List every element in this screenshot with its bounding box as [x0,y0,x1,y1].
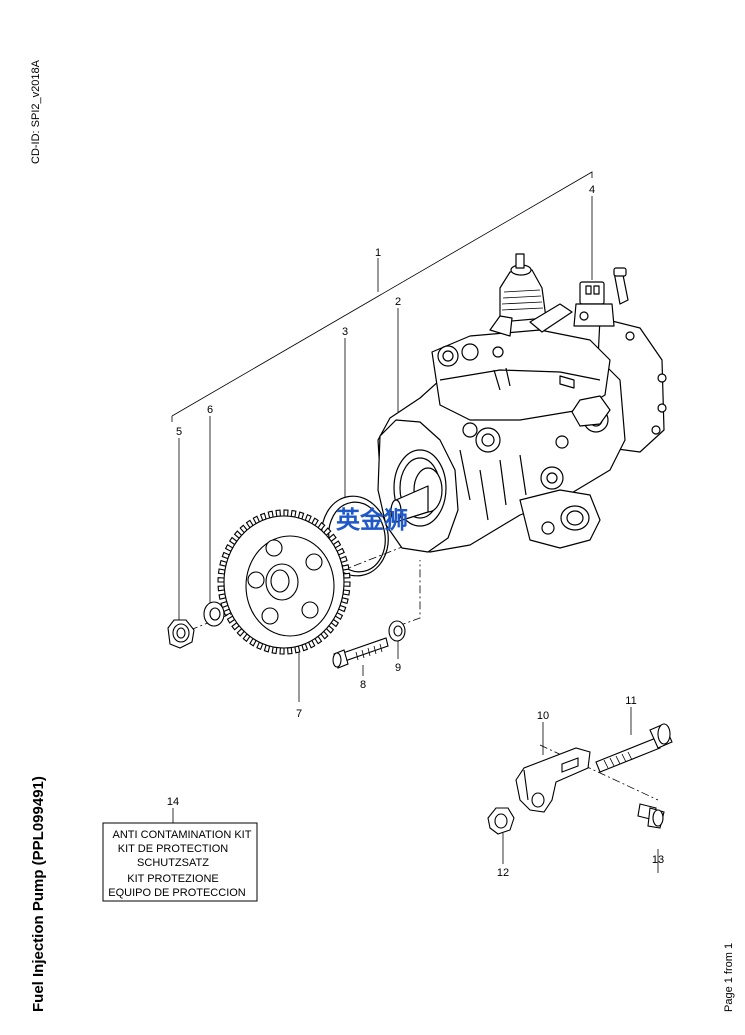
gear-tooth [217,577,225,583]
washer-9 [388,620,406,642]
callout-10: 10 [537,710,549,722]
gear-tooth [217,585,225,592]
callout-14: 14 [167,796,179,808]
callout-1: 1 [375,247,381,259]
callout-8: 8 [360,679,366,691]
callout-13: 13 [652,854,664,866]
bolt-11 [595,723,673,773]
kit-box-lines: ANTI CONTAMINATION KIT KIT DE PROTECTION… [108,829,252,899]
gear-tooth [283,509,289,517]
callout-5: 5 [176,426,182,438]
kit-box [102,822,258,902]
callout-11: 11 [625,695,636,707]
kit-line: ANTI CONTAMINATION KIT [113,829,252,841]
callout-12: 12 [497,867,509,879]
gear-tooth [343,581,351,587]
kit-line: KIT PROTEZIONE [127,873,218,885]
gear-tooth [343,572,351,579]
kit-line: EQUIPO DE PROTECCION [108,887,246,899]
kit-line: KIT DE PROTECTION [118,843,228,855]
callout-7: 7 [296,708,302,720]
callout-labels: 1 2 3 4 5 6 7 8 9 10 11 12 13 14 [167,184,664,879]
callout-2: 2 [395,296,401,308]
washer-6 [203,601,225,627]
hex-nut-12 [487,807,515,835]
support-bracket [515,747,591,813]
callout-6: 6 [207,404,213,416]
bolt-13 [637,803,665,829]
kit-line: SCHUTZSATZ [137,857,209,869]
gear-tooth [287,646,293,655]
watermark-text: 英金狮 [336,506,408,534]
drive-gear [217,509,351,655]
hex-nut-5 [167,619,195,649]
bolt-8 [332,637,389,669]
gear-tooth [279,647,285,655]
callout-3: 3 [342,326,348,338]
callout-4: 4 [589,184,595,196]
gear-tooth [275,509,281,518]
injection-pump-body [377,253,667,553]
callout-9: 9 [395,662,401,674]
